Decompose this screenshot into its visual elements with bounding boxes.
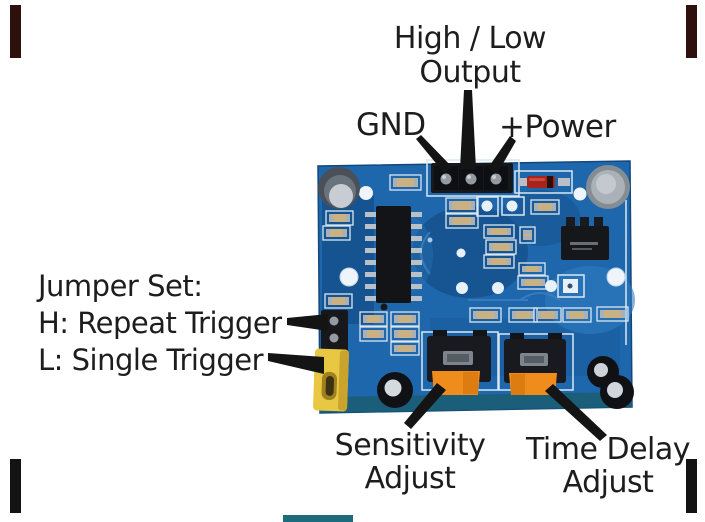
frame-mark-top-left (10, 5, 21, 58)
frame-mark-top-right (686, 5, 697, 58)
voltage-regulator (561, 217, 609, 260)
jumper-label-title: Jumper Set: (38, 269, 203, 303)
time-delay-potentiometer (504, 333, 566, 395)
frame-mark-bottom-right (686, 459, 697, 513)
jumper-label: Jumper Set: H: Repeat Trigger L: Single … (38, 268, 282, 379)
jumper-l-arrow (268, 353, 324, 374)
output-label-line2: Output (419, 55, 521, 90)
time-delay-arrow (545, 384, 607, 441)
frame-mark-bottom-left (10, 459, 21, 513)
sensitivity-potentiometer (427, 330, 491, 395)
time-delay-label-line2: Adjust (562, 465, 654, 500)
sensitivity-arrow (404, 383, 446, 429)
diode (518, 176, 570, 188)
sensitivity-label-line1: Sensitivity (334, 428, 486, 463)
sensitivity-label: Sensitivity Adjust (335, 429, 486, 495)
time-delay-label: Time Delay Adjust (526, 433, 690, 499)
smd-components (322, 174, 629, 356)
rivet-bottom-left (377, 372, 413, 408)
sensitivity-label-line2: Adjust (364, 461, 456, 496)
standoff-top-right (586, 165, 630, 209)
power-arrow (488, 136, 516, 174)
jumper-h-arrow (287, 314, 328, 331)
output-arrow (460, 90, 476, 169)
frame-mark-bottom-center (283, 515, 353, 522)
output-label-line1: High / Low (393, 21, 547, 56)
jumper-label-h: H: Repeat Trigger (38, 306, 282, 340)
output-label: High / Low Output (393, 21, 547, 90)
gnd-arrow (416, 135, 452, 173)
time-delay-label-line1: Time Delay (526, 432, 690, 467)
pads-and-holes (339, 186, 626, 294)
jumper-label-l: L: Single Trigger (38, 343, 264, 377)
standoff-top-left (318, 167, 360, 209)
pin-header (431, 163, 513, 193)
power-label: +Power (499, 109, 616, 145)
leader-arrows (268, 90, 607, 441)
main-ic (365, 206, 422, 311)
gnd-label: GND (356, 107, 426, 143)
rivet-bottom-right (587, 356, 634, 409)
